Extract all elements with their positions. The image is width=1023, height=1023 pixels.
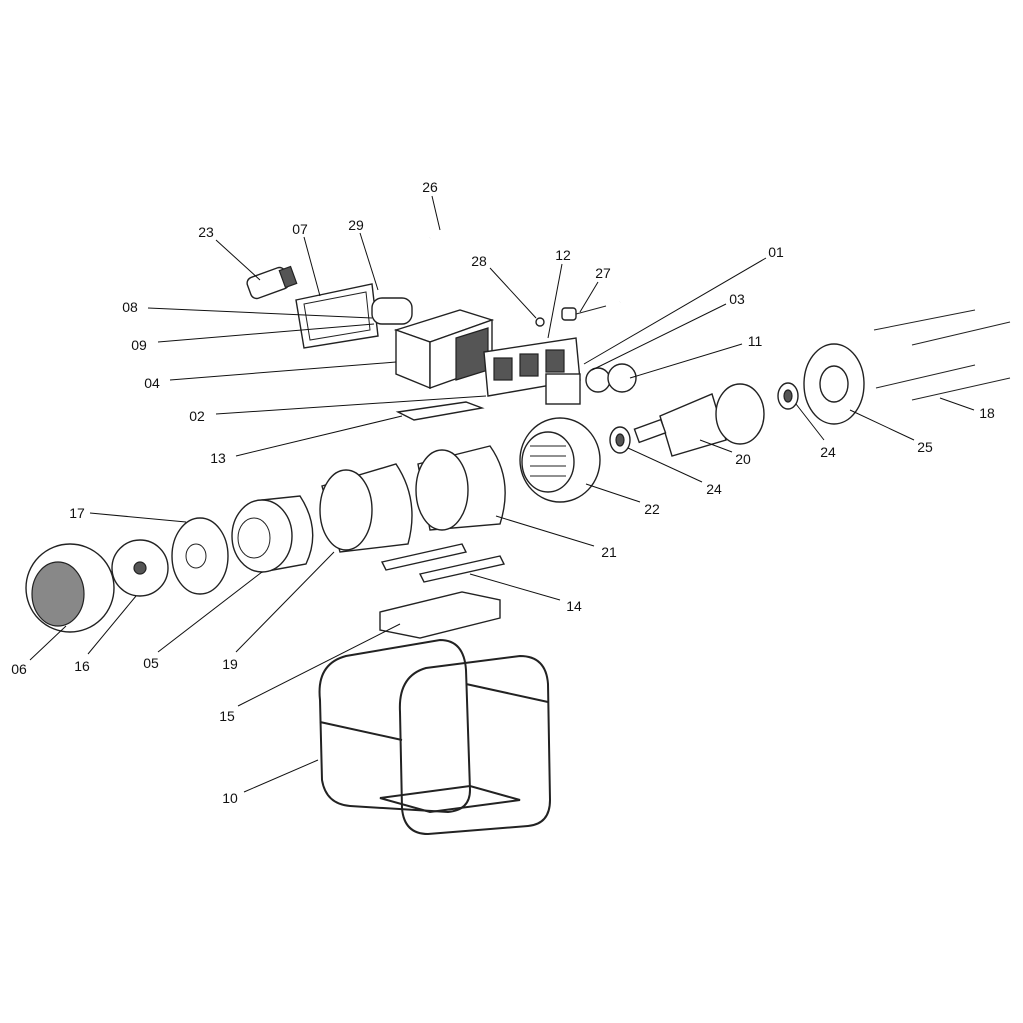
callout-14: 14 <box>566 598 582 614</box>
callout-25: 25 <box>917 439 933 455</box>
callout-23: 23 <box>198 224 214 240</box>
callout-28: 28 <box>471 253 487 269</box>
callout-29: 29 <box>348 217 364 233</box>
part-21-housing <box>415 445 506 531</box>
callout-15: 15 <box>219 708 235 724</box>
part-26-handle-tube <box>429 216 699 304</box>
callout-01: 01 <box>768 244 784 260</box>
callout-16: 16 <box>74 658 90 674</box>
callout-06: 06 <box>11 661 27 677</box>
callout-11: 11 <box>748 333 763 349</box>
callout-10: 10 <box>222 790 238 806</box>
part-25-end-shield <box>803 343 865 425</box>
part-18-tie-rods <box>873 309 1011 401</box>
callout-13: 13 <box>210 450 226 466</box>
part-17-end-shield <box>171 517 229 595</box>
callout-21: 21 <box>601 544 617 560</box>
callout-18: 18 <box>979 405 995 421</box>
callout-labels: 26 23 07 29 28 12 27 01 03 08 09 11 04 0… <box>11 179 995 806</box>
callout-04: 04 <box>144 375 160 391</box>
callout-05: 05 <box>143 655 159 671</box>
part-06-fan-cover <box>25 543 115 633</box>
part-13-plate <box>395 401 485 421</box>
callout-27: 27 <box>595 265 611 281</box>
callout-07: 07 <box>292 221 308 237</box>
part-20-rotor <box>633 383 765 457</box>
callout-09: 09 <box>131 337 147 353</box>
callout-24-lower: 24 <box>706 481 722 497</box>
callout-02: 02 <box>189 408 205 424</box>
callout-17: 17 <box>69 505 85 521</box>
part-22-stator <box>519 417 601 503</box>
leader-lines <box>29 195 975 793</box>
part-14-rails <box>380 543 506 583</box>
callout-24-upper: 24 <box>820 444 836 460</box>
part-23-plug <box>246 265 298 300</box>
callout-03: 03 <box>729 291 745 307</box>
part-10-frame <box>318 638 552 836</box>
callout-22: 22 <box>644 501 660 517</box>
part-24-bearing <box>609 382 799 454</box>
part-03-11-switch-and-sockets <box>545 363 637 405</box>
part-19-housing <box>319 463 413 553</box>
part-15-support <box>379 591 501 639</box>
part-05-end-cap <box>231 495 314 573</box>
part-16-fan <box>111 539 169 597</box>
callout-20: 20 <box>735 451 751 467</box>
part-04-terminal-box <box>393 309 495 390</box>
callout-08: 08 <box>122 299 138 315</box>
callout-26: 26 <box>422 179 438 195</box>
callout-19: 19 <box>222 656 238 672</box>
callout-12: 12 <box>555 247 571 263</box>
part-07-cover-plate <box>295 283 413 349</box>
